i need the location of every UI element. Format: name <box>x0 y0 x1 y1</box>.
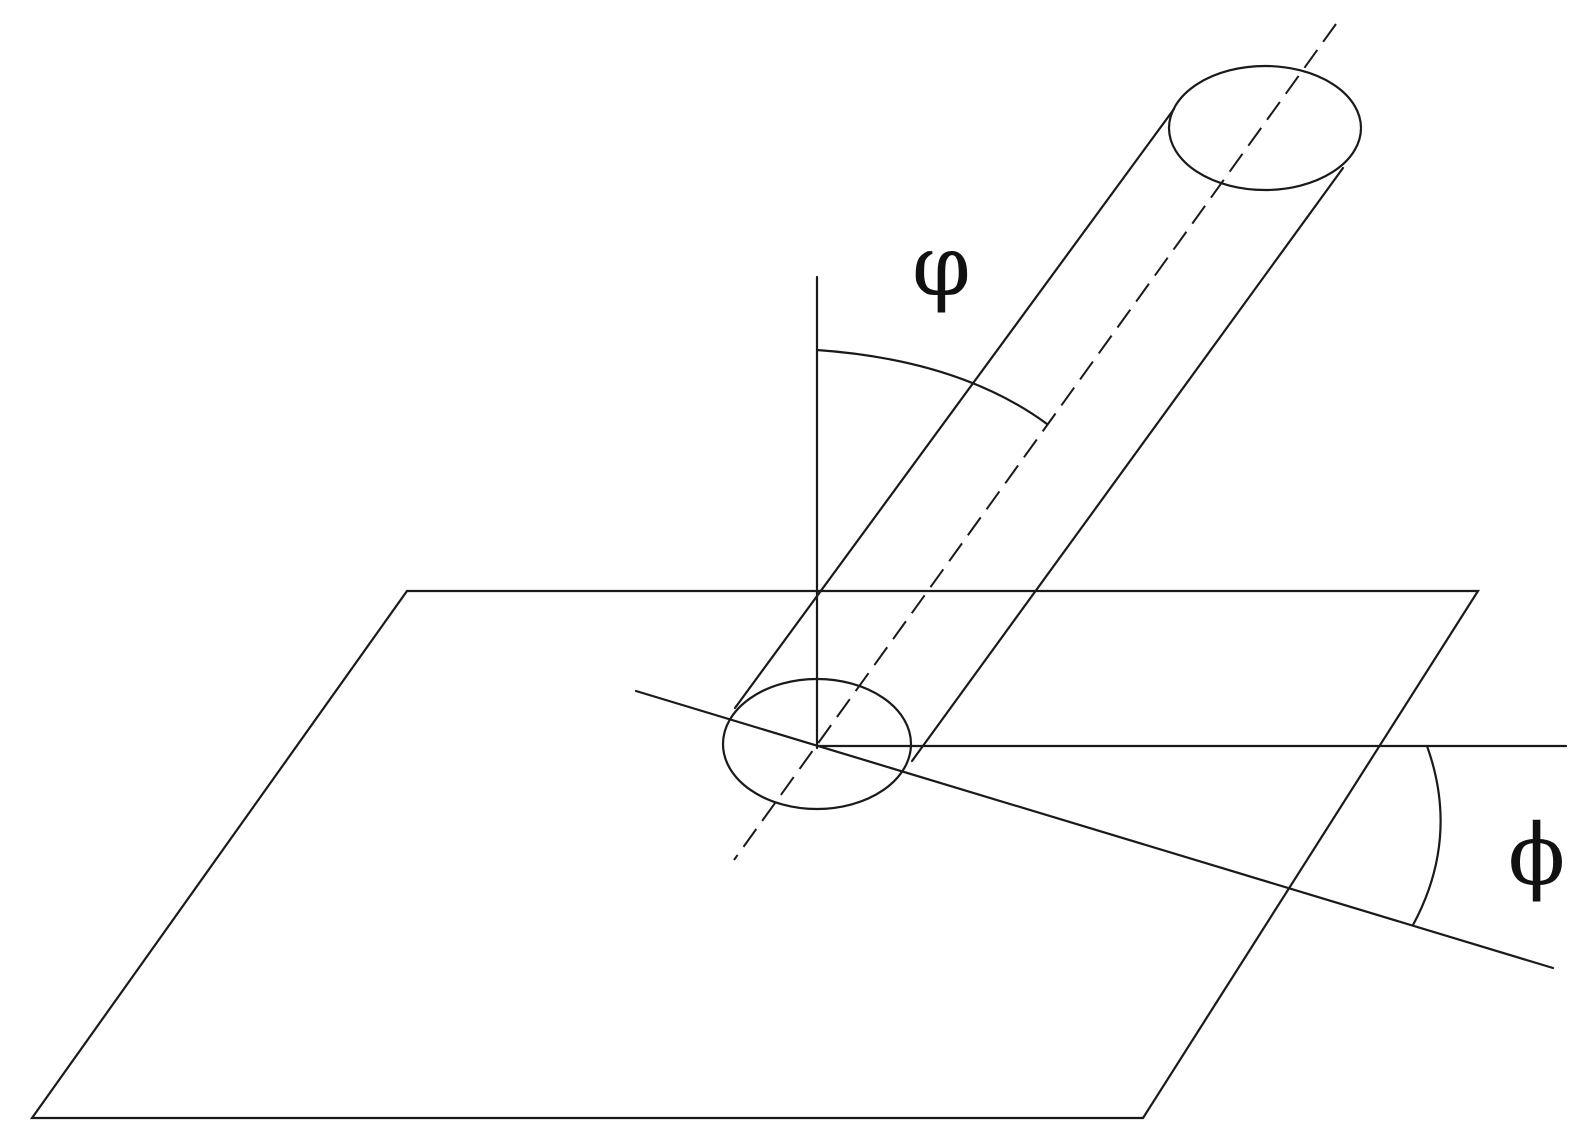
tilt-angle-label: φ <box>912 217 971 315</box>
cylinder-top-ellipse <box>1167 64 1363 192</box>
azimuth-projection-axis <box>634 689 1555 970</box>
azimuth-angle-label: ϕ <box>1508 806 1565 904</box>
cylinder-right-edge <box>910 166 1345 763</box>
cylinder-left-edge <box>733 107 1176 710</box>
ground-plane <box>29 589 1481 1120</box>
cylinder-base-ellipse <box>721 677 913 811</box>
azimuth-angle-arc <box>1411 744 1442 927</box>
tilt-angle-arc <box>815 348 1049 426</box>
cylinder-center-axis <box>733 23 1337 861</box>
